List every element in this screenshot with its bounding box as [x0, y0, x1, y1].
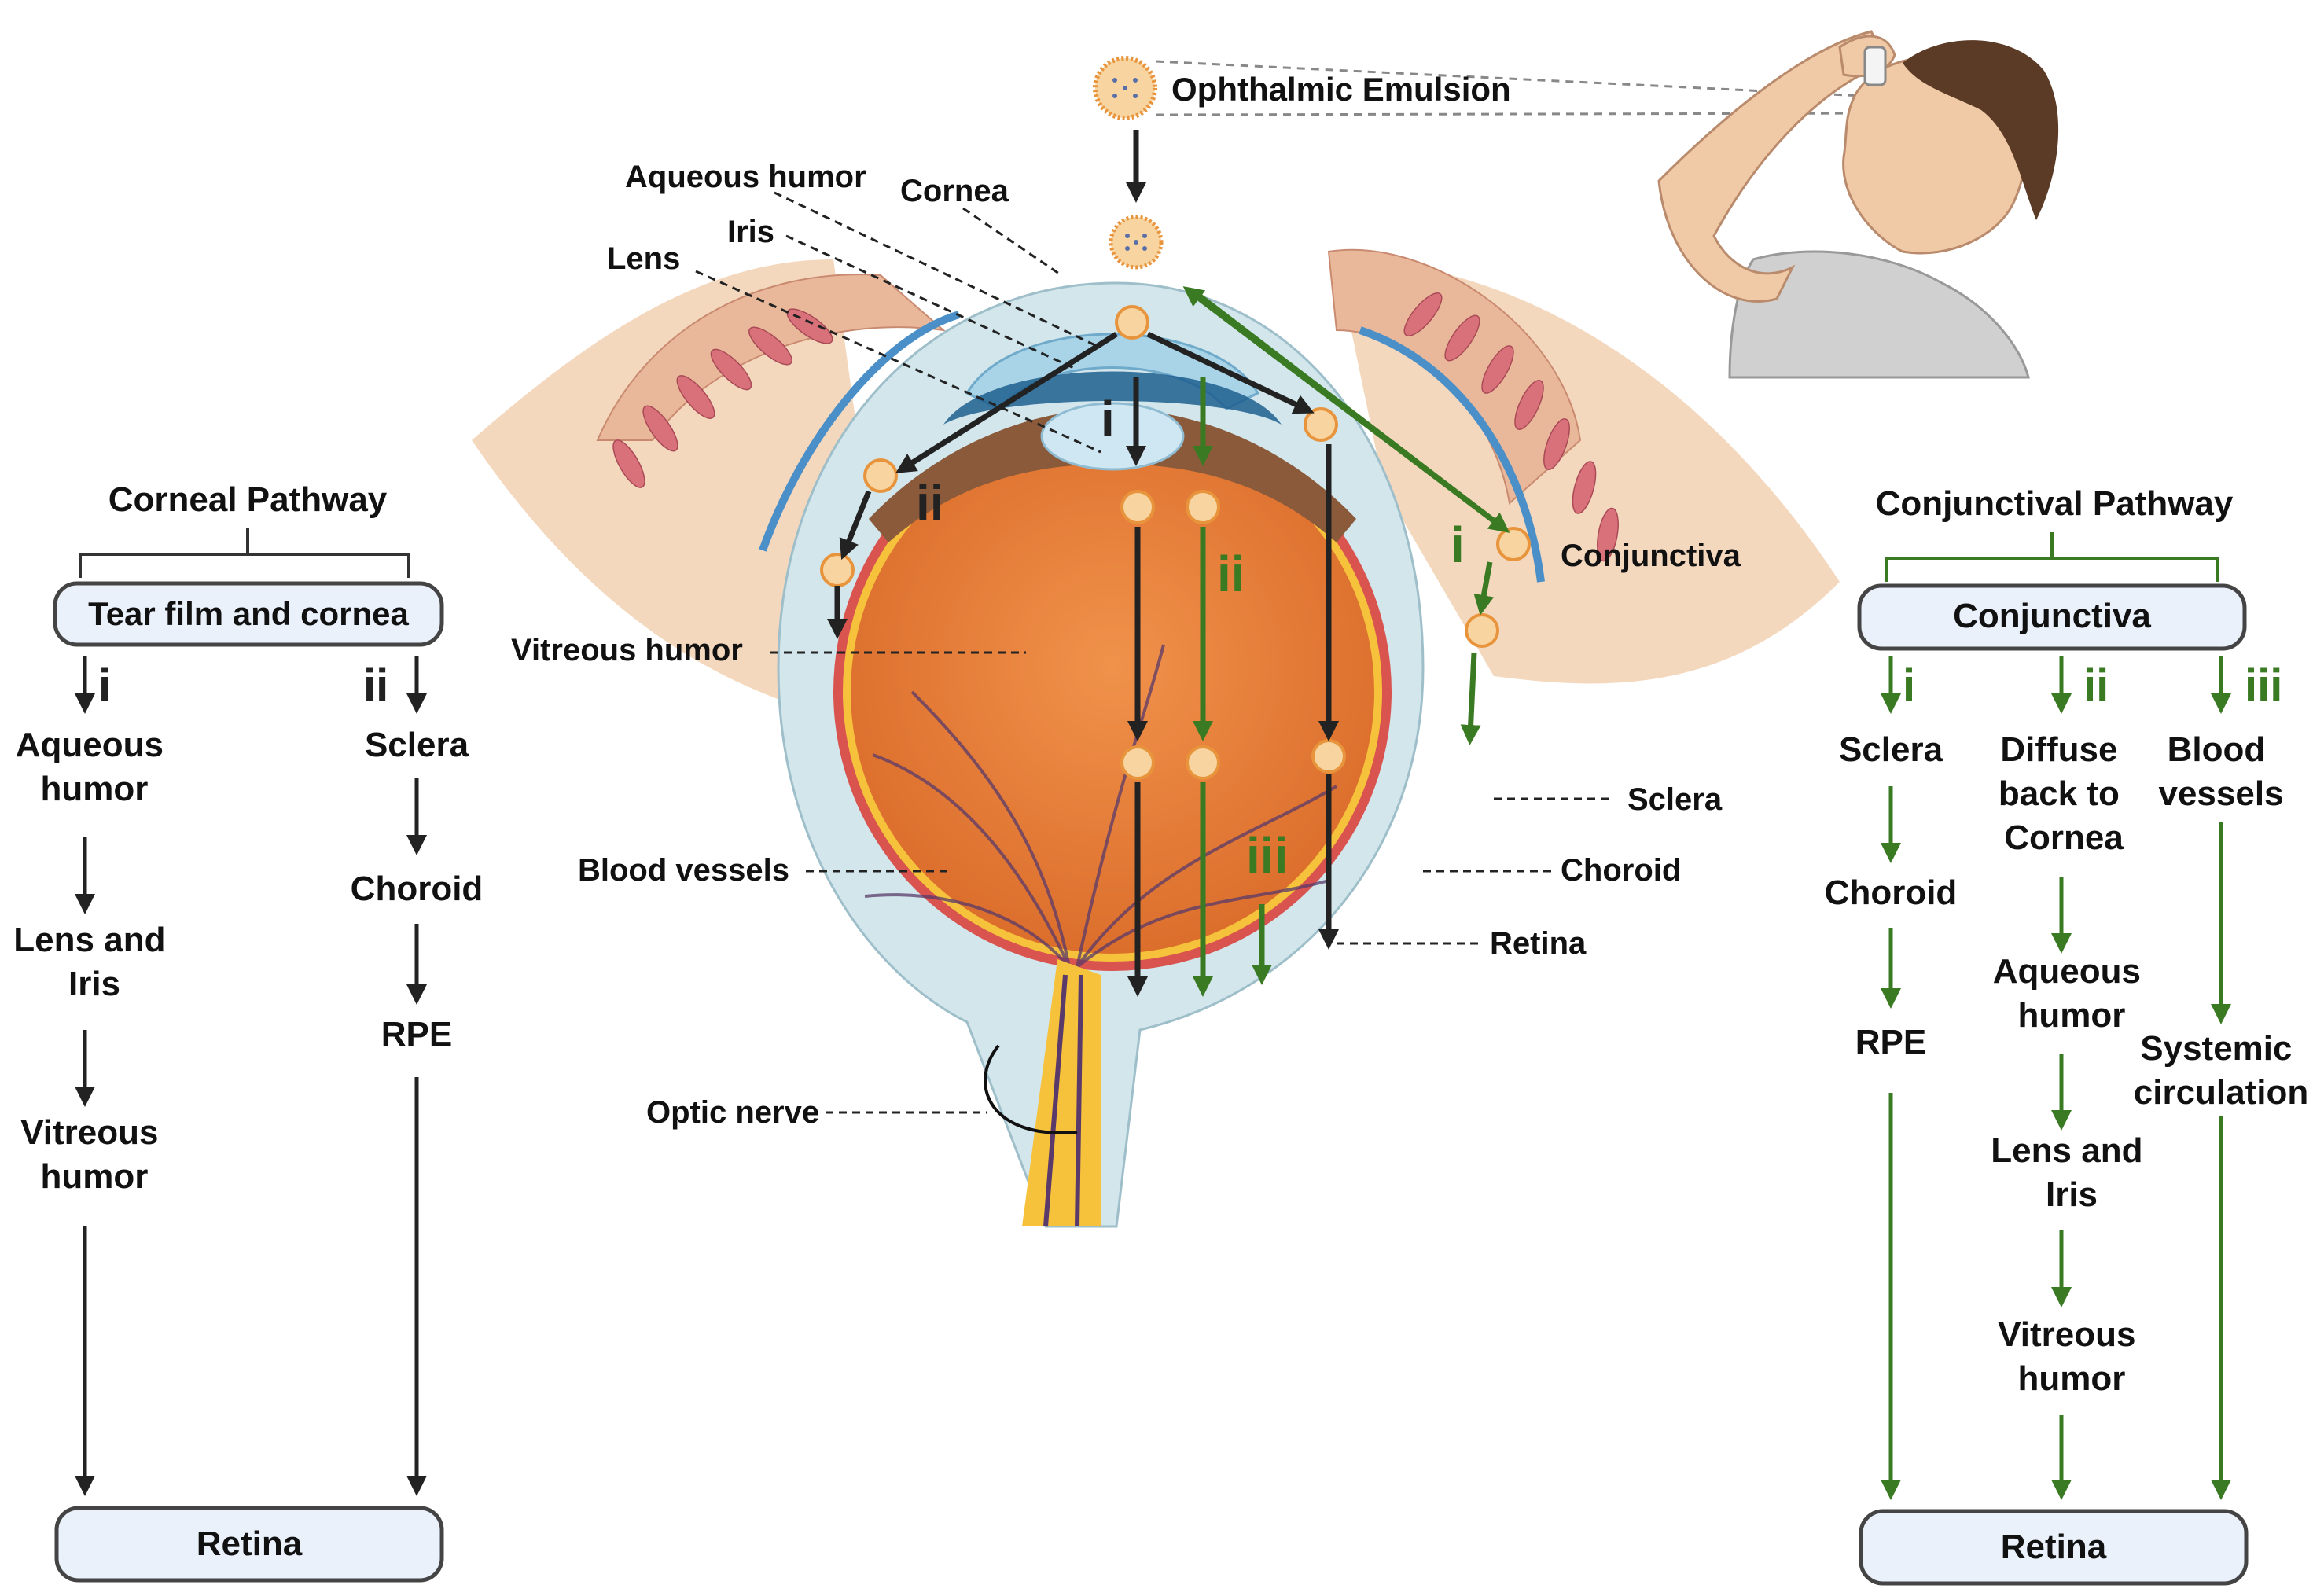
systemic-line-2: circulation — [2134, 1073, 2309, 1112]
dashed-to-person-1 — [1155, 60, 1896, 99]
corneal-col-ii-rpe: RPE — [381, 1015, 452, 1054]
cornea-label: Cornea — [900, 174, 1009, 208]
conj-aqueous-line-2: humor — [2018, 996, 2126, 1035]
leader-lines — [695, 191, 1612, 1114]
retina-label: Retina — [1490, 926, 1587, 961]
blood-vessels-label: Blood vessels — [578, 853, 789, 888]
corneal-pathway: Corneal Pathway Tear film and cornea i i… — [13, 480, 484, 1583]
iris-ciliary-band — [869, 409, 1356, 542]
iris-label: Iris — [727, 215, 774, 249]
choroid-label: Choroid — [1561, 853, 1681, 888]
corneal-retina-label: Retina — [197, 1524, 303, 1563]
conjunctiva-line-left — [759, 311, 961, 552]
corneal-arrows — [75, 656, 427, 1496]
conj-col-ii-lens-iris: Lens and Iris — [1991, 1131, 2152, 1214]
conj-i-label: i — [1903, 660, 1915, 712]
dropper-bottle — [1863, 46, 1887, 86]
eye-illustration: Ophthalmic Emulsion Aqueous humor Cornea… — [472, 56, 1896, 1228]
eye-green-arrows — [1182, 286, 1510, 997]
corneal-col-ii-choroid: Choroid — [351, 870, 484, 908]
corneal-pathway-title: Corneal Pathway — [108, 480, 388, 519]
conjunctiva-box-label: Conjunctiva — [1953, 597, 2151, 635]
vitreous-body — [851, 430, 1374, 954]
lid-muscle-stripes — [612, 292, 1619, 562]
lens-label: Lens — [607, 241, 680, 276]
conj-col-ii-aqueous: Aqueous humor — [1993, 952, 2150, 1035]
systemic-line-1: Systemic — [2140, 1029, 2292, 1068]
corneal-ii-label: ii — [363, 660, 388, 712]
vitreous-line-1: Vitreous — [20, 1113, 158, 1152]
conj-vitreous-line-2: humor — [2018, 1359, 2126, 1398]
conjunctiva-box — [1857, 583, 2247, 651]
optic-nerve-arc — [984, 1044, 1078, 1134]
conjunctival-arrows — [1881, 656, 2231, 1500]
lens-shape — [1040, 402, 1185, 471]
corneal-col-i-vitreous: Vitreous humor — [20, 1113, 167, 1196]
corneal-bracket — [79, 528, 410, 578]
anterior-chamber — [943, 371, 1282, 425]
conj-col-ii-vitreous: Vitreous humor — [1998, 1315, 2145, 1398]
eye-black-arrows — [827, 331, 1339, 997]
conj-col-i-sclera: Sclera — [1839, 730, 1943, 769]
corneal-i-label: i — [98, 660, 111, 712]
corneal-col-i-aqueous: Aqueous humor — [16, 726, 173, 808]
ophthalmic-emulsion-label: Ophthalmic Emulsion — [1171, 71, 1511, 108]
aqueous-line-2: humor — [41, 770, 149, 808]
lens-iris-line-1: Lens and — [13, 921, 165, 959]
blood-line-2: vessels — [2158, 774, 2283, 813]
eye-marker-conj-i: i — [1451, 517, 1465, 573]
optic-nerve-vessels — [1043, 974, 1083, 1227]
person-shirt — [1728, 250, 2030, 379]
conj-col-ii-diffuse: Diffuse back to Cornea — [1999, 730, 2129, 857]
conj-vitreous-line-1: Vitreous — [1998, 1315, 2135, 1354]
corneal-col-i-lens-iris: Lens and Iris — [13, 921, 175, 1003]
eye-marker-conj-ii: ii — [1217, 546, 1245, 602]
conjunctiva-label: Conjunctiva — [1561, 539, 1741, 573]
emulsion-droplet-cornea — [1109, 215, 1164, 270]
conj-col-iii-systemic: Systemic circulation — [2134, 1029, 2309, 1112]
conj-lens-line-2: Iris — [2046, 1175, 2098, 1214]
conjunctival-bracket — [1885, 532, 2219, 582]
conj-lens-line-1: Lens and — [1991, 1131, 2142, 1170]
upper-lid-left — [596, 274, 947, 441]
vitreous-humor-label: Vitreous humor — [511, 633, 743, 667]
conjunctival-pathway-title: Conjunctival Pathway — [1876, 484, 2234, 523]
conj-col-i-choroid: Choroid — [1825, 873, 1958, 912]
conj-col-iii-blood-vessels: Blood vessels — [2158, 730, 2283, 813]
conj-iii-label: iii — [2245, 660, 2282, 712]
person-illustration — [1657, 30, 2059, 379]
eye-marker-corneal-ii: ii — [916, 475, 944, 531]
conj-aqueous-line-1: Aqueous — [1993, 952, 2141, 991]
optic-nerve-label: Optic nerve — [646, 1095, 819, 1130]
vitreous-line-2: humor — [41, 1157, 149, 1196]
tear-film-box — [53, 581, 444, 647]
sclera-label: Sclera — [1627, 782, 1723, 817]
diffuse-line-3: Cornea — [2004, 818, 2124, 857]
diffuse-line-1: Diffuse — [2000, 730, 2117, 769]
emulsion-droplet-top — [1093, 56, 1157, 120]
aqueous-line-1: Aqueous — [16, 726, 164, 764]
eye-marker-conj-iii: iii — [1246, 827, 1288, 884]
corneal-retina-box — [54, 1506, 444, 1583]
blood-line-1: Blood — [2168, 730, 2266, 769]
eye-marker-corneal-i: i — [1101, 391, 1115, 447]
conjunctival-retina-label: Retina — [2001, 1528, 2107, 1566]
corneal-col-ii-sclera: Sclera — [365, 726, 469, 764]
conj-col-i-rpe: RPE — [1855, 1023, 1926, 1061]
conjunctiva-line-right — [1359, 326, 1545, 583]
conj-ii-label: ii — [2083, 660, 2109, 712]
person-hair — [1903, 40, 2059, 220]
conjunctival-pathway: Conjunctival Pathway Conjunctiva i ii ii… — [1825, 484, 2309, 1586]
conjunctival-retina-box — [1859, 1509, 2249, 1586]
eyelid-skin — [472, 259, 865, 708]
diffuse-line-2: back to — [1999, 774, 2120, 813]
lens-iris-line-2: Iris — [68, 965, 120, 1003]
tear-film-box-label: Tear film and cornea — [88, 595, 409, 632]
aqueous-humor-label: Aqueous humor — [625, 160, 866, 194]
